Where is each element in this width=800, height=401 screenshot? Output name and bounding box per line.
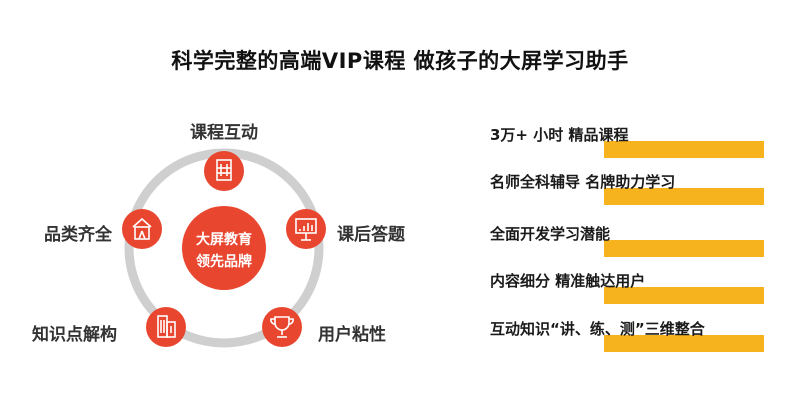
building-icon (216, 159, 232, 181)
trophy-icon (270, 316, 294, 338)
feature-highlight-bar (604, 335, 764, 352)
node-course-interaction (204, 151, 244, 191)
feature-item: 互动知识“讲、练、测”三维整合 (490, 318, 770, 358)
node-user-stickiness (262, 307, 302, 347)
node-label-full-categories: 品类齐全 (44, 225, 112, 245)
store-icon (132, 217, 152, 240)
center-circle (182, 206, 266, 290)
node-label-knowledge-deconstruction: 知识点解构 (32, 325, 117, 345)
center-text-line2: 领先品牌 (196, 253, 252, 270)
office-building-icon (157, 315, 176, 338)
feature-item: 全面开发学习潜能 (490, 223, 770, 263)
center-text-line1: 大屏教育 (196, 231, 252, 248)
node-label-after-class-quiz: 课后答题 (337, 225, 405, 245)
presentation-icon (295, 218, 317, 241)
node-knowledge-deconstruction (146, 307, 186, 347)
node-label-course-interaction: 课程互动 (190, 123, 258, 143)
feature-text: 3万+ 小时 精品课程 (490, 126, 629, 144)
feature-highlight-bar (604, 287, 764, 304)
feature-text: 名师全科辅导 名牌助力学习 (490, 173, 676, 191)
feature-highlight-bar (604, 240, 764, 257)
feature-highlight-bar (604, 141, 764, 158)
node-full-categories (122, 209, 162, 249)
feature-item: 内容细分 精准触达用户 (490, 270, 770, 310)
feature-highlight-bar (604, 188, 764, 205)
node-after-class-quiz (286, 209, 326, 249)
page-title: 科学完整的高端VIP课程 做孩子的大屏学习助手 (171, 49, 629, 73)
feature-text: 全面开发学习潜能 (490, 225, 611, 243)
node-label-user-stickiness: 用户粘性 (318, 325, 386, 345)
feature-text: 互动知识“讲、练、测”三维整合 (490, 320, 705, 338)
feature-item: 名师全科辅导 名牌助力学习 (490, 171, 770, 211)
feature-text: 内容细分 精准触达用户 (490, 272, 646, 290)
feature-ring-diagram: 大屏教育 领先品牌 (122, 148, 326, 348)
feature-item: 3万+ 小时 精品课程 (490, 124, 770, 164)
